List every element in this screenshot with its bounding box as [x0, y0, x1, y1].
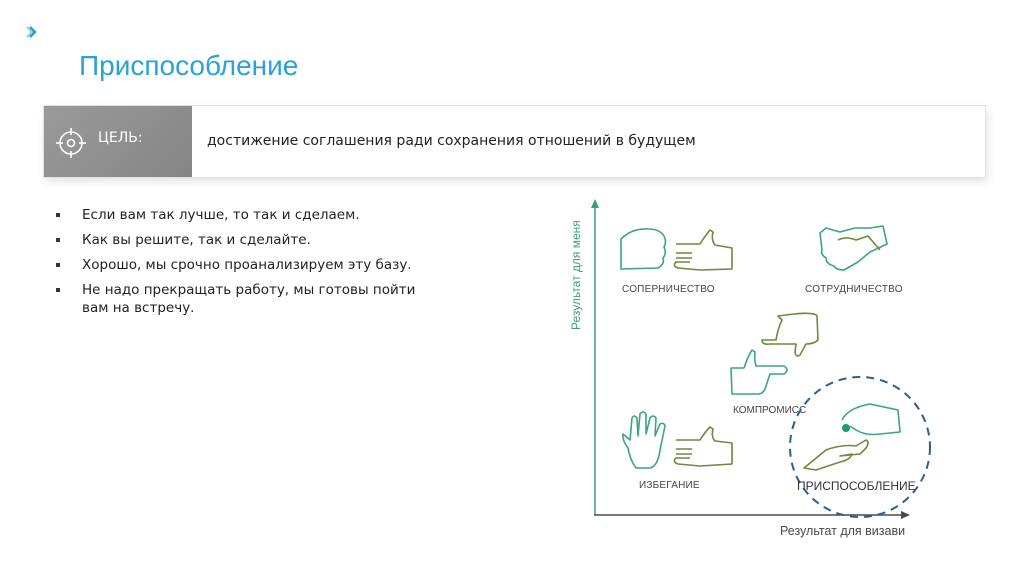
quadrant-label-accommodation: ПРИСПОСОБЛЕНИЕ — [797, 479, 916, 493]
giving-hand-icon — [803, 403, 901, 471]
list-item: Если вам так лучше, то так и сделаем. — [56, 206, 442, 224]
raised-hand-and-open-hand-icon — [622, 411, 733, 469]
quadrant-label-competition: СОПЕРНИЧЕСТВО — [622, 284, 715, 295]
goal-label: ЦЕЛЬ: — [98, 130, 143, 146]
framing-hands-icon — [730, 312, 819, 395]
list-item: Как вы решите, так и сделайте. — [56, 231, 442, 249]
quadrant-label-compromise: КОМПРОМИСС — [733, 405, 806, 416]
list-item: Не надо прекращать работу, мы готовы пой… — [56, 281, 442, 317]
fist-and-open-hand-icon — [620, 228, 733, 271]
x-axis-label: Результат для визави — [780, 524, 906, 538]
quadrant-label-avoidance: ИЗБЕГАНИЕ — [639, 480, 700, 491]
list-item: Хорошо, мы срочно проанализируем эту баз… — [56, 256, 442, 274]
page-title: Приспособление — [79, 50, 299, 81]
goal-label-block: ЦЕЛЬ: — [44, 106, 192, 177]
phrase-list: Если вам так лучше, то так и сделаем. Ка… — [56, 206, 442, 324]
y-axis-label: Результат для меня — [569, 220, 583, 330]
double-chevron-right-icon[interactable] — [24, 24, 40, 40]
goal-text: достижение соглашения ради сохранения от… — [207, 133, 696, 149]
target-icon — [56, 128, 86, 158]
quadrant-label-cooperation: СОТРУДНИЧЕСТВО — [805, 284, 903, 295]
handshake-icon — [819, 225, 888, 271]
highlight-circle — [789, 376, 931, 518]
goal-panel: ЦЕЛЬ: достижение соглашения ради сохране… — [43, 105, 986, 178]
axes — [591, 199, 910, 519]
